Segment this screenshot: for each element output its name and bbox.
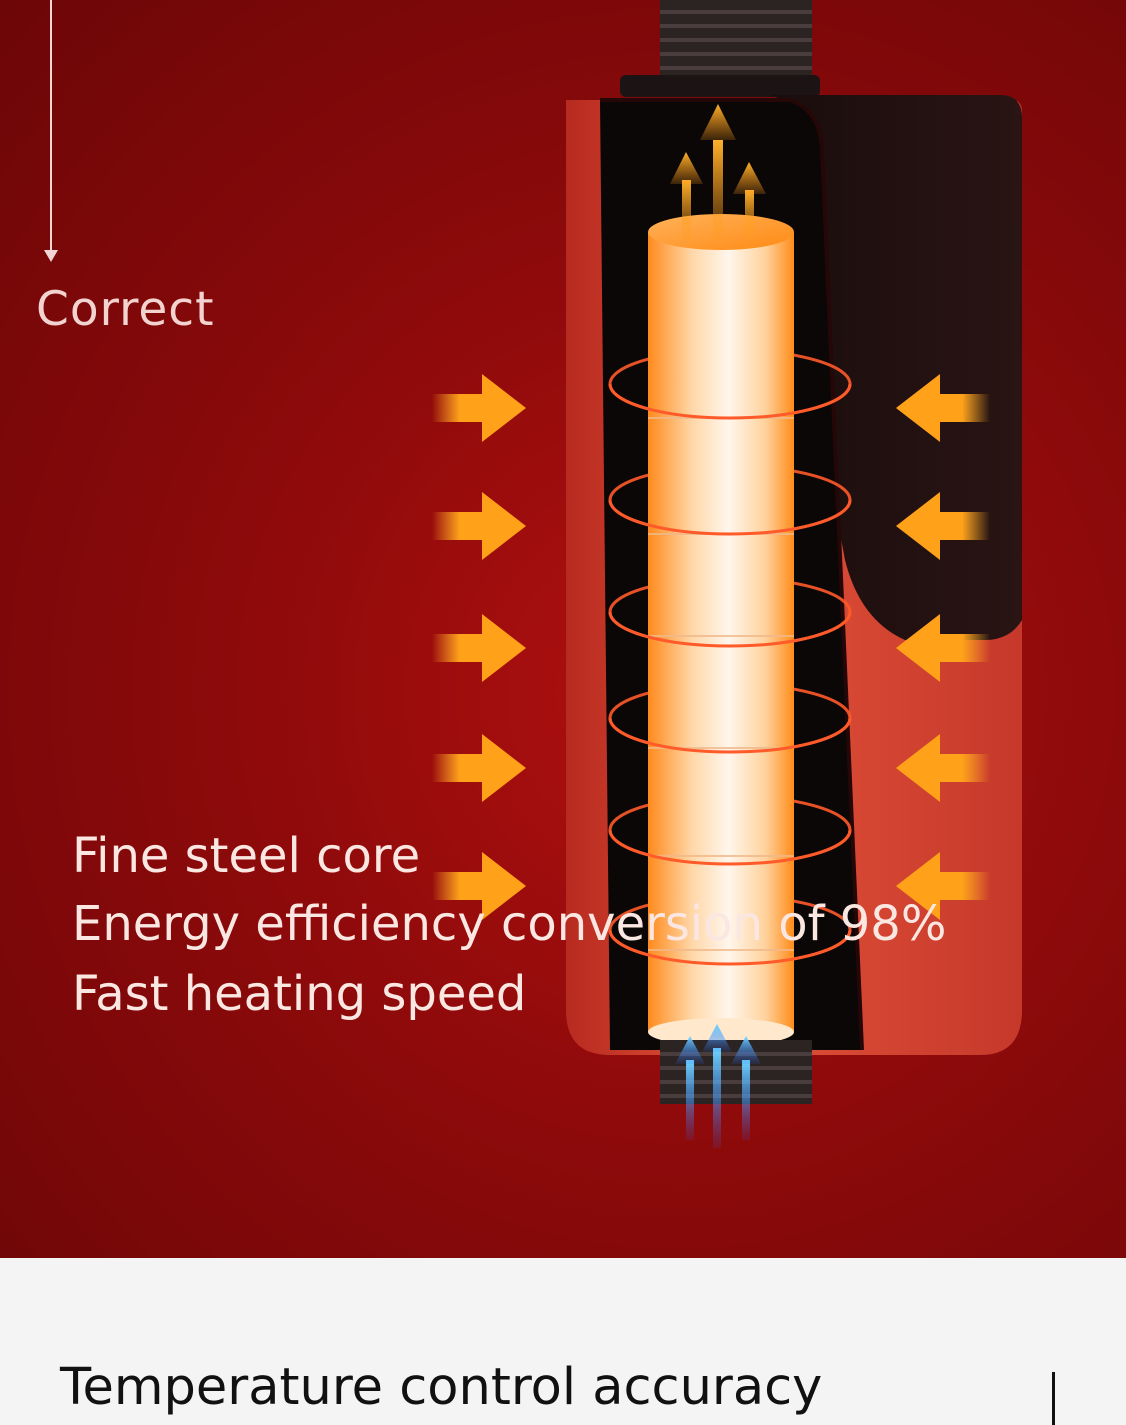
hero-banner: Correct xyxy=(0,0,1126,1258)
correct-label: Correct xyxy=(36,282,215,337)
hot-water-up-arrows xyxy=(670,104,766,240)
right-heat-arrows xyxy=(896,374,990,920)
vertical-divider xyxy=(1052,1372,1055,1425)
black-side-panel xyxy=(770,95,1022,640)
feature-fast-heating: Fast heating speed xyxy=(72,966,527,1022)
bottom-section xyxy=(0,1258,1126,1425)
section-title: Temperature control accuracy xyxy=(60,1358,823,1417)
water-heater-cutaway-illustration xyxy=(432,0,1022,1148)
feature-steel-core: Fine steel core xyxy=(72,828,421,884)
feature-energy-efficiency: Energy efficiency conversion of 98% xyxy=(72,896,947,952)
down-arrow-icon xyxy=(44,250,58,262)
vertical-guide-line xyxy=(50,0,52,255)
top-connector xyxy=(620,0,820,97)
heating-rings-front xyxy=(608,383,852,966)
left-heat-arrows xyxy=(432,374,526,920)
cold-water-up-arrows xyxy=(675,1024,761,1148)
